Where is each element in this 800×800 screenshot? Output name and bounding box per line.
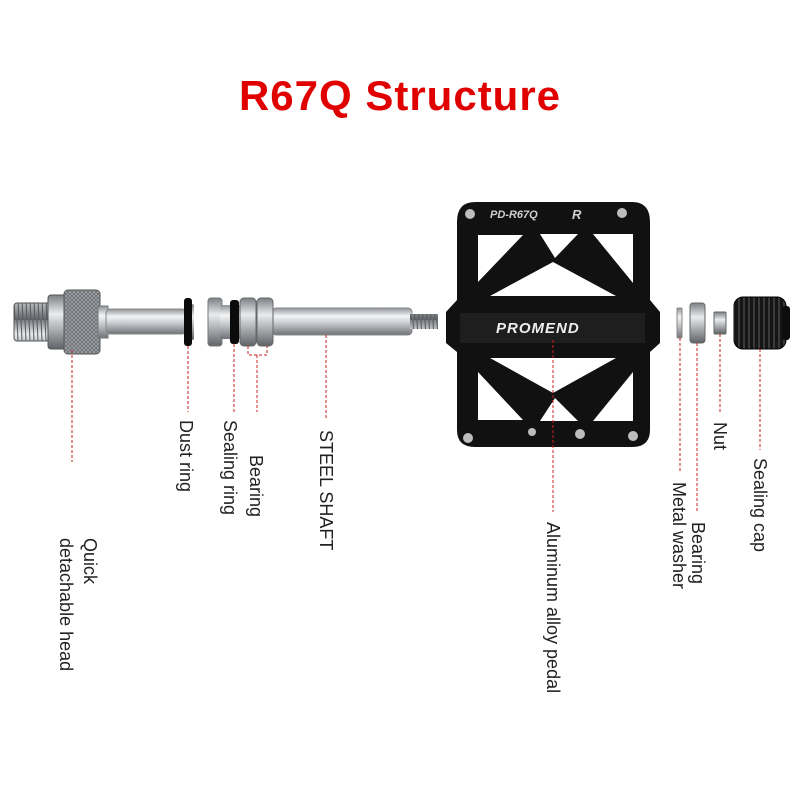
aluminum-alloy-pedal xyxy=(446,202,660,447)
dust-ring xyxy=(184,298,192,346)
leader-bearing-left xyxy=(247,346,268,412)
label-bearing-left: Bearing xyxy=(246,455,266,518)
leader-lines xyxy=(71,334,761,513)
sealing-ring xyxy=(230,300,239,344)
nut xyxy=(713,311,727,335)
label-dust-ring: Dust ring xyxy=(176,420,196,493)
label-steel-shaft: STEEL SHAFT xyxy=(316,430,336,551)
label-quick-line2: detachable head xyxy=(56,538,76,672)
pedal-r-mark: R xyxy=(572,207,582,222)
label-bearing-right: Bearing xyxy=(688,522,708,585)
left-bearing xyxy=(239,297,274,347)
label-sealing-cap: Sealing cap xyxy=(750,458,770,553)
diagram-title: R67Q Structure xyxy=(238,72,562,119)
pedal-model-mark: PD-R67Q xyxy=(490,209,538,221)
right-bearing xyxy=(689,302,706,344)
pedal-logo: PROMEND xyxy=(496,320,580,337)
label-nut: Nut xyxy=(710,422,730,451)
label-quick-line1: Quick xyxy=(80,538,100,585)
sealing-cap xyxy=(733,296,790,350)
label-sealing-ring: Sealing ring xyxy=(220,420,240,516)
label-metal-washer: Metal washer xyxy=(669,482,689,590)
quick-detachable-head xyxy=(13,289,109,355)
label-aluminum-pedal: Aluminum alloy pedal xyxy=(543,522,563,694)
label-quick-detachable-head: Quick detachable head xyxy=(54,538,102,671)
metal-washer xyxy=(676,307,683,339)
